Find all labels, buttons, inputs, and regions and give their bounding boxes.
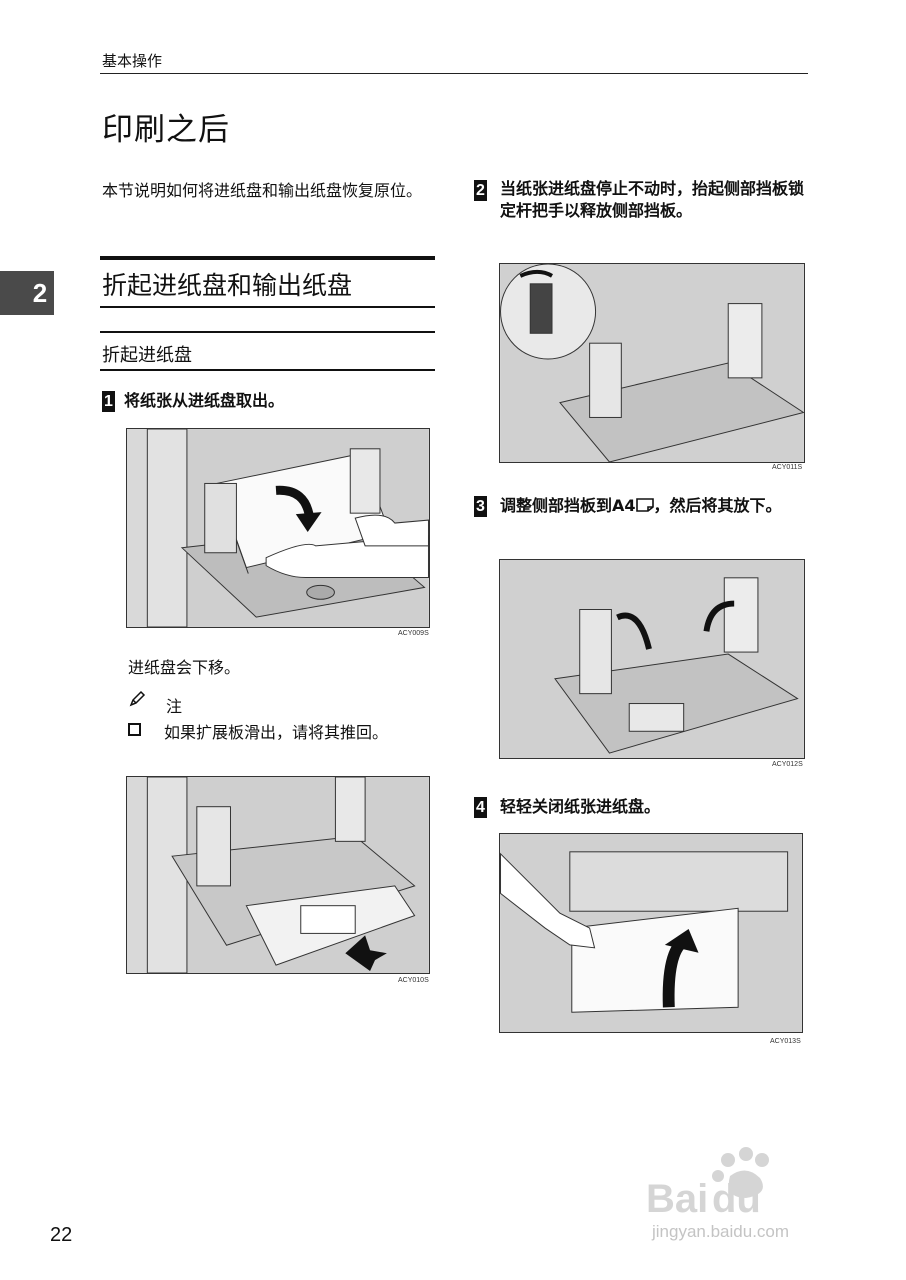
step-number-badge: 3 (474, 496, 487, 517)
page-title: 印刷之后 (102, 112, 230, 148)
svg-text:Bai: Bai (646, 1177, 708, 1221)
step-number-badge: 2 (474, 180, 487, 201)
pencil-icon (129, 690, 146, 707)
header-divider (100, 73, 808, 74)
running-header: 基本操作 (102, 52, 163, 70)
illustration-lock-lever (500, 264, 804, 462)
step-number-badge: 4 (474, 797, 487, 818)
section-rule-bottom (100, 306, 435, 308)
step-text: 调整侧部挡板到A4 ，然后将其放下。 (500, 495, 805, 517)
figure-code: ACY012S (772, 761, 803, 768)
chapter-number: 2 (32, 278, 48, 308)
section-rule-top (100, 256, 435, 260)
watermark-url: jingyan.baidu.com (652, 1222, 790, 1241)
illustration-close-tray (500, 834, 802, 1032)
illustration-extension-plate (146, 777, 429, 973)
figure-code: ACY013S (770, 1038, 801, 1045)
step-text: 轻轻关闭纸张进纸盘。 (500, 797, 661, 816)
paper-orientation-icon (635, 498, 654, 512)
figure-remove-paper (126, 428, 430, 628)
page-number: 22 (50, 1224, 73, 1246)
figure-code: ACY011S (772, 464, 803, 471)
intro-paragraph: 本节说明如何将进纸盘和输出纸盘恢复原位。 (102, 181, 423, 200)
figure-close-tray (499, 833, 803, 1033)
note-label: 注 (166, 697, 183, 716)
step-result-text: 进纸盘会下移。 (128, 658, 241, 677)
figure-side-fence (499, 559, 805, 759)
step-text-main: 调整侧部挡板到A4 (500, 496, 636, 515)
step-text-suffix: ，然后将其放下。 (653, 496, 782, 515)
figure-code: ACY009S (398, 630, 429, 637)
figure-code: ACY010S (398, 977, 429, 984)
figure-lock-lever (499, 263, 805, 463)
step-text: 当纸张进纸盘停止不动时，抬起侧部挡板锁定杆把手以释放侧部挡板。 (500, 179, 805, 220)
checkbox-icon (128, 723, 141, 736)
step-number-badge: 1 (102, 391, 115, 412)
subsection-rule-top (100, 331, 435, 333)
note-text: 如果扩展板滑出，请将其推回。 (164, 723, 389, 742)
subsection-rule-bottom (100, 369, 435, 371)
chapter-tab (0, 271, 54, 315)
svg-text:du: du (712, 1177, 761, 1221)
section-heading: 折起进纸盘和输出纸盘 (102, 271, 353, 300)
illustration-remove-paper (146, 429, 429, 627)
subsection-heading: 折起进纸盘 (102, 345, 192, 366)
baidu-watermark-logo: Bai du (646, 1147, 769, 1221)
illustration-side-fence (500, 560, 804, 758)
step-text: 将纸张从进纸盘取出。 (124, 391, 285, 410)
figure-extension-plate (126, 776, 430, 974)
